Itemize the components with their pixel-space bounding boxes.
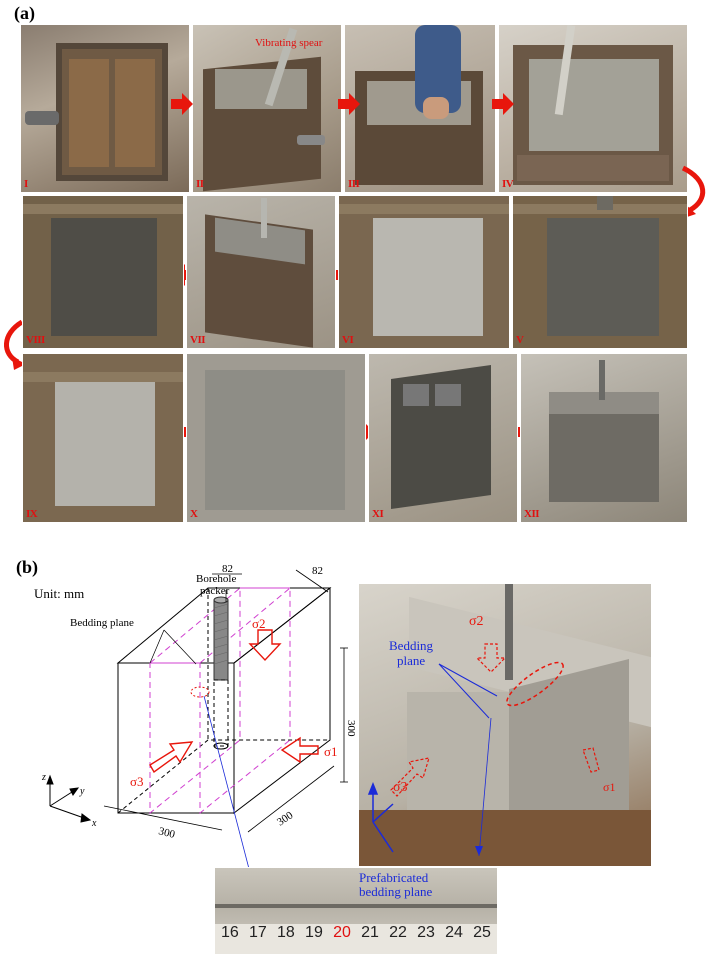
ruler-tick-highlight: 20 xyxy=(333,924,351,941)
photo-step-9: IX xyxy=(22,353,184,523)
ruler-tick: 22 xyxy=(389,924,407,941)
ruler-tick: 16 xyxy=(221,924,239,941)
arrow-right-1 xyxy=(171,93,193,115)
step-label-11: XI xyxy=(372,508,384,520)
ruler-tick: 23 xyxy=(417,924,435,941)
photo-step-7: VII xyxy=(186,195,336,349)
ruler-tick: 19 xyxy=(305,924,323,941)
photo-bedding-line1: Bedding xyxy=(389,638,434,653)
arrow-right-3 xyxy=(492,93,514,115)
photo-step-5: V xyxy=(512,195,688,349)
dim-300-vertical: 300 xyxy=(345,720,357,737)
vibrating-spear-label: Vibrating spear xyxy=(255,37,323,49)
step-label-3: III xyxy=(348,178,360,190)
axis-x: x xyxy=(91,818,97,829)
ruler-tick: 25 xyxy=(473,924,491,941)
photo-sigma2: σ2 xyxy=(469,614,484,629)
prefab-label-line2: bedding plane xyxy=(359,884,433,899)
sigma3-label: σ3 xyxy=(130,774,144,789)
step-label-7: VII xyxy=(190,334,206,346)
curved-arrow-right xyxy=(681,165,706,213)
ruler-tick: 17 xyxy=(249,924,267,941)
photo-sigma1: σ1 xyxy=(603,780,616,794)
dim-82-right: 82 xyxy=(312,565,323,577)
prefab-label-line1: Prefabricated xyxy=(359,870,429,885)
sigma1-label: σ1 xyxy=(324,744,338,759)
borehole-label-line1: Borehole xyxy=(196,573,236,585)
step-label-1: I xyxy=(24,178,28,190)
ruler-tick: 24 xyxy=(445,924,463,941)
axis-z: z xyxy=(41,772,46,783)
step-label-6: VI xyxy=(342,334,354,346)
sigma2-label: σ2 xyxy=(252,616,266,631)
step-label-8: VIII xyxy=(26,334,45,346)
ruler-tick: 21 xyxy=(361,924,379,941)
ruler: 16 17 18 19 20 21 22 23 24 25 xyxy=(215,924,497,954)
photo-sigma3: σ3 xyxy=(393,780,408,795)
specimen-photo: σ2 σ3 σ1 Bedding plane xyxy=(358,583,652,867)
photo-step-4: IV xyxy=(498,24,688,193)
bedding-plane-closeup: Prefabricated bedding plane 16 17 18 19 … xyxy=(214,867,498,955)
step-label-2: II xyxy=(196,178,204,190)
axis-y: y xyxy=(79,786,85,797)
photo-step-10: X xyxy=(186,353,366,523)
photo-step-3: III xyxy=(344,24,496,193)
dim-300-left: 300 xyxy=(157,825,176,841)
panel-a-label: (a) xyxy=(14,3,35,23)
bedding-plane-label: Bedding plane xyxy=(70,617,134,629)
photo-step-6: VI xyxy=(338,195,510,349)
step-label-10: X xyxy=(190,508,198,520)
arrow-right-2 xyxy=(338,93,360,115)
step-label-5: V xyxy=(516,334,524,346)
borehole-label-line2: packer xyxy=(200,585,230,597)
photo-step-12: XII xyxy=(520,353,688,523)
photo-step-8: VIII xyxy=(22,195,184,349)
photo-step-1: I xyxy=(20,24,190,193)
ruler-tick: 18 xyxy=(277,924,295,941)
dim-82-top: 82 xyxy=(222,563,233,575)
step-label-9: IX xyxy=(26,508,38,520)
panel-b-label: (b) xyxy=(16,557,38,577)
step-label-4: IV xyxy=(502,178,514,190)
photo-step-11: XI xyxy=(368,353,518,523)
unit-label: Unit: mm xyxy=(34,586,85,601)
photo-bedding-line2: plane xyxy=(397,653,426,668)
step-label-12: XII xyxy=(524,508,540,520)
